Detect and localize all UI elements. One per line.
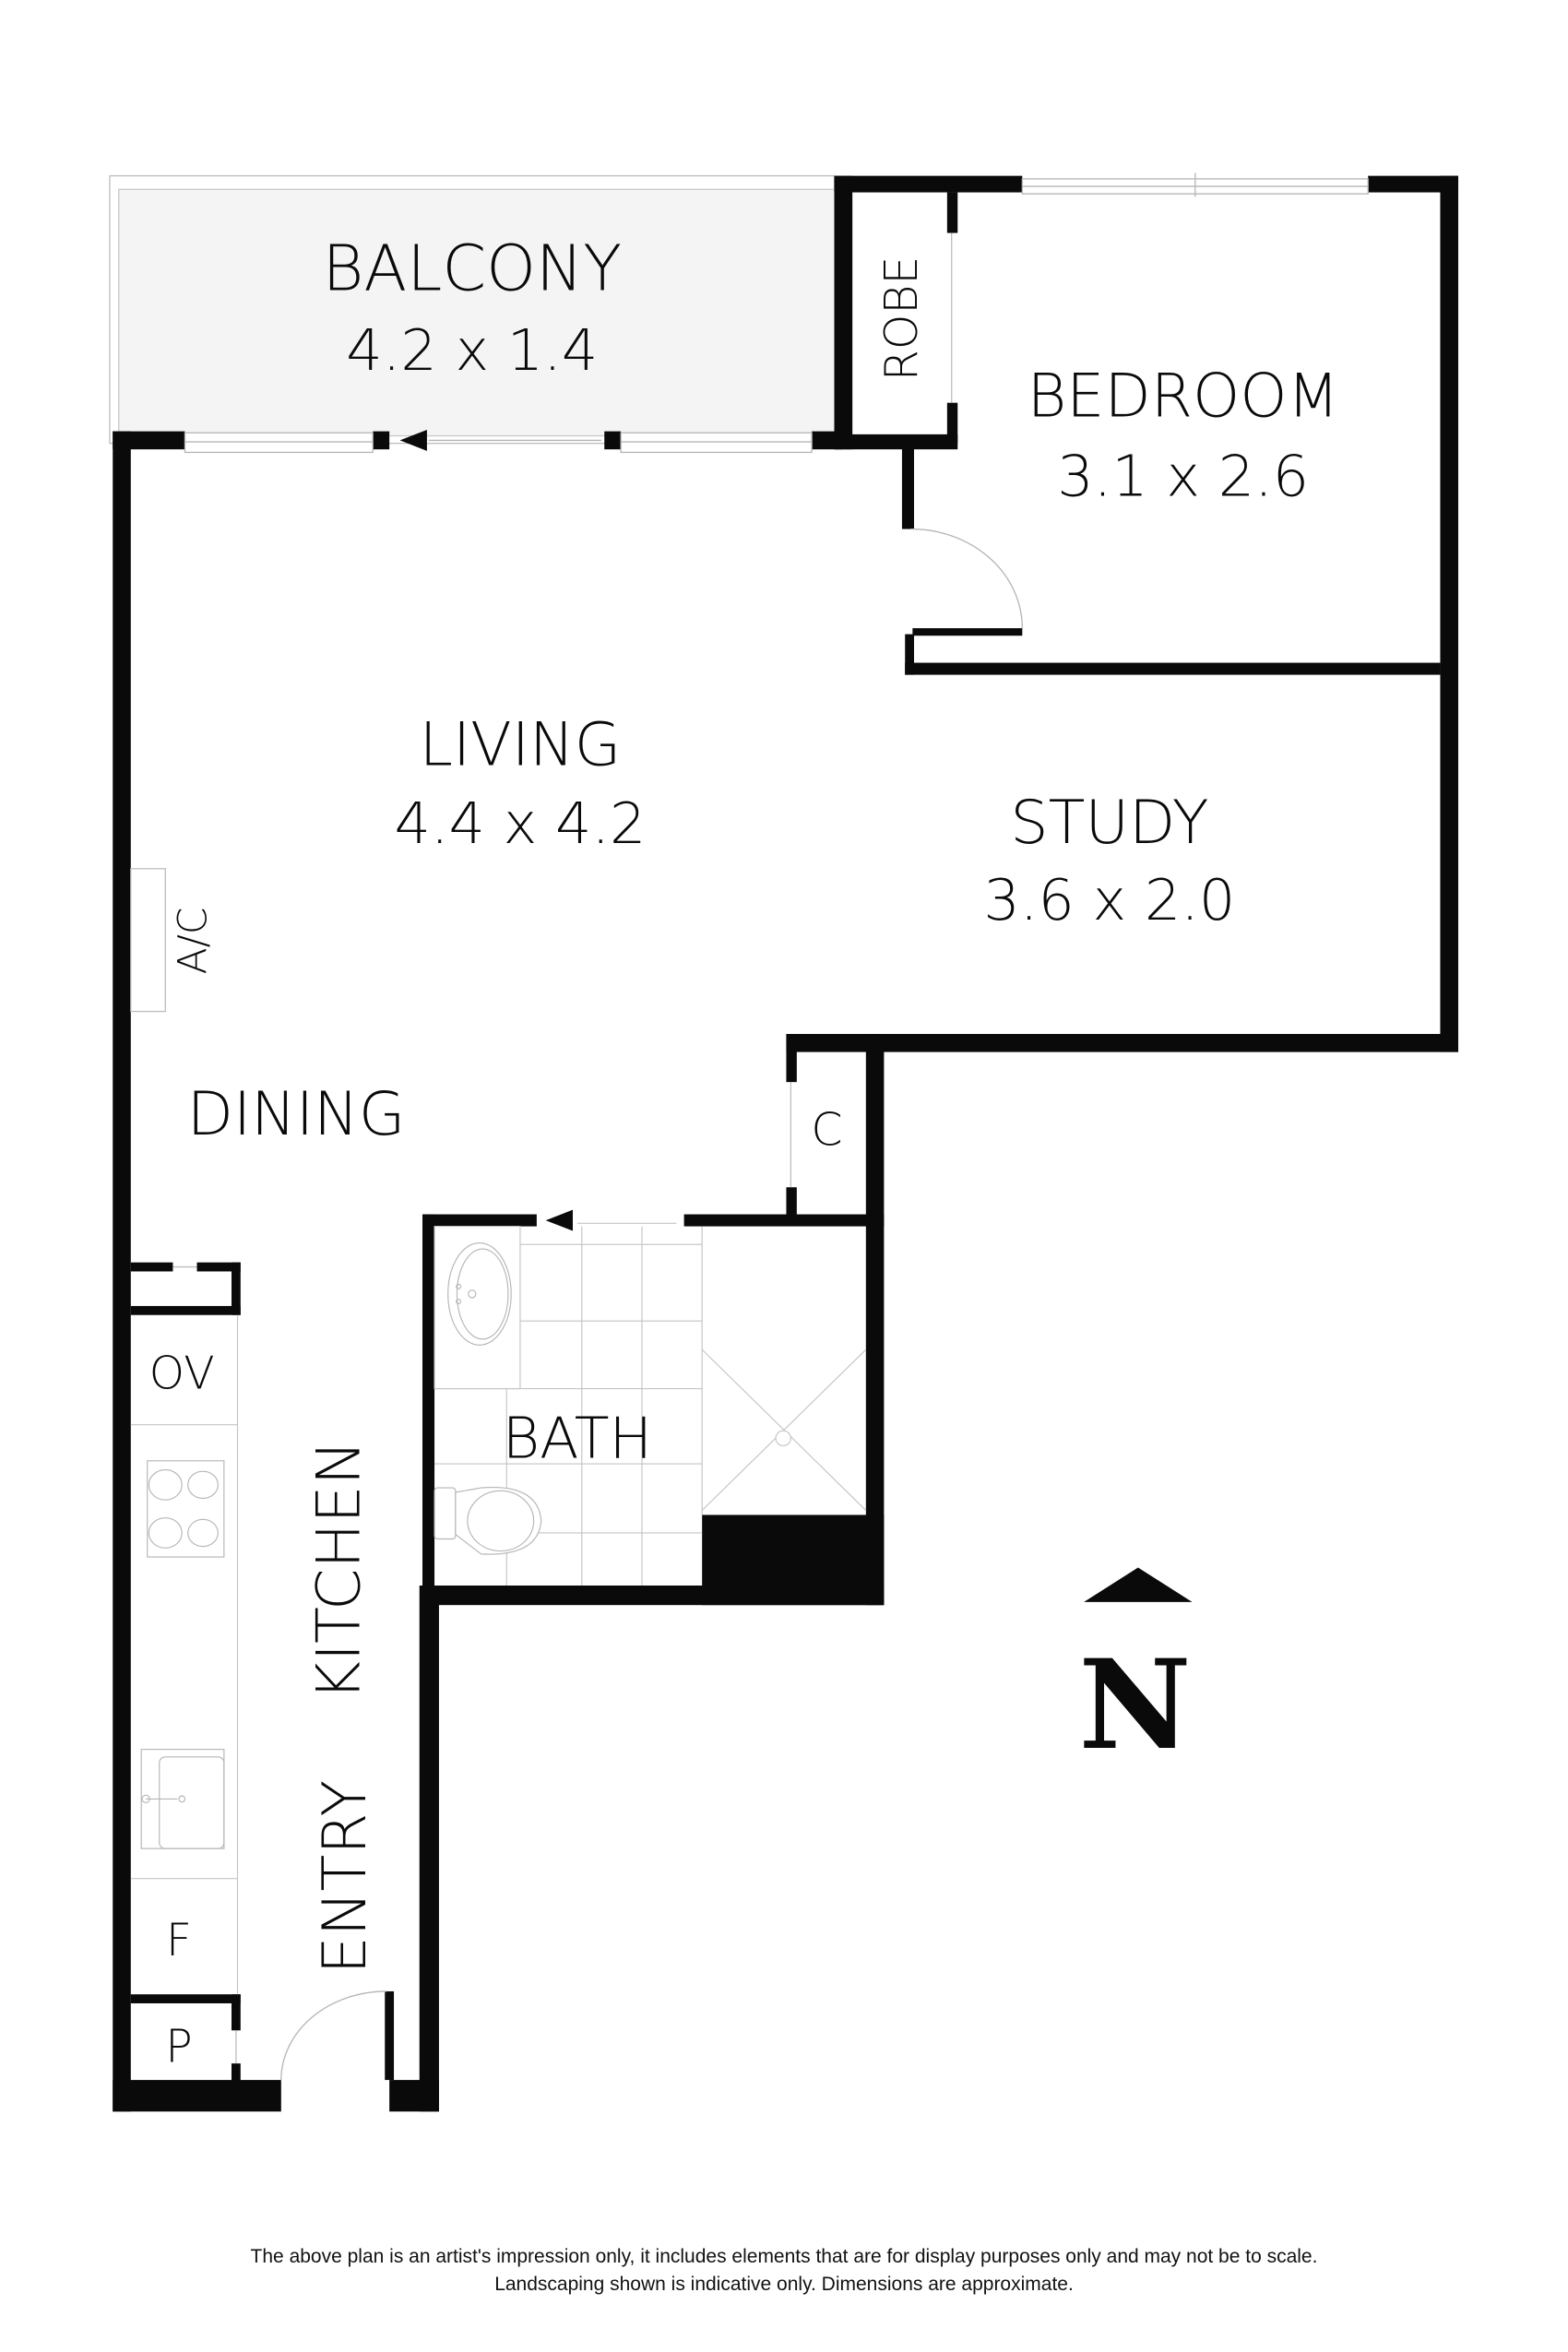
north-compass: N bbox=[1078, 1567, 1193, 1777]
balcony-window bbox=[184, 432, 813, 454]
bedroom-label: BEDROOM bbox=[1028, 361, 1339, 431]
bath-door-arrow-icon bbox=[545, 1209, 573, 1231]
basin-icon bbox=[447, 1241, 512, 1346]
closet-label: C bbox=[811, 1104, 842, 1157]
living-dims: 4.4 x 4.2 bbox=[394, 790, 646, 857]
dining-label: DINING bbox=[187, 1079, 406, 1149]
ac-unit bbox=[130, 868, 166, 1013]
bottom-walls bbox=[113, 1990, 439, 2112]
north-label: N bbox=[1078, 1633, 1191, 1777]
pantry-label: P bbox=[165, 2021, 192, 2073]
north-arrow-icon bbox=[1084, 1567, 1193, 1602]
toilet-icon bbox=[434, 1487, 542, 1555]
study-label: STUDY bbox=[1010, 788, 1208, 858]
disclaimer: The above plan is an artist's impression… bbox=[0, 2243, 1568, 2299]
bedroom-window bbox=[1021, 172, 1369, 197]
oven-label: OV bbox=[149, 1348, 215, 1400]
robe-label: ROBE bbox=[875, 256, 928, 381]
sliding-door-arrow-icon bbox=[399, 430, 427, 451]
top-walls bbox=[834, 175, 1459, 1052]
bath-label: BATH bbox=[503, 1406, 652, 1472]
room-labels: BALCONY 4.2 x 1.4 ROBE BEDROOM 3.1 x 2.6… bbox=[149, 232, 1339, 2073]
living-label: LIVING bbox=[420, 709, 622, 779]
ac-label: A/C bbox=[170, 908, 215, 975]
kitchen-counter bbox=[130, 1314, 239, 1995]
entry-label: ENTRY bbox=[310, 1780, 380, 1975]
shower-icon bbox=[701, 1348, 867, 1511]
disclaimer-line-1: The above plan is an artist's impression… bbox=[250, 2246, 1318, 2267]
bedroom-walls bbox=[901, 443, 1441, 675]
fridge-label: F bbox=[166, 1914, 192, 1966]
disclaimer-line-2: Landscaping shown is indicative only. Di… bbox=[494, 2274, 1074, 2295]
balcony-area bbox=[109, 174, 836, 445]
study-closet-walls bbox=[786, 1034, 1459, 1606]
sink-icon bbox=[140, 1749, 225, 1849]
cooktop-icon bbox=[147, 1460, 225, 1558]
balcony-dims: 4.2 x 1.4 bbox=[346, 317, 598, 384]
study-dims: 3.6 x 2.0 bbox=[983, 867, 1235, 933]
entry-door-swing bbox=[280, 1990, 386, 2081]
kitchen-walls bbox=[130, 1262, 241, 2091]
left-outer-wall bbox=[113, 431, 131, 2112]
bedroom-dims: 3.1 x 2.6 bbox=[1057, 444, 1309, 510]
bath-walls bbox=[419, 1214, 885, 2112]
kitchen-label: KITCHEN bbox=[304, 1441, 374, 1701]
balcony-label: BALCONY bbox=[323, 232, 622, 305]
bedroom-door-swing bbox=[910, 528, 1023, 629]
